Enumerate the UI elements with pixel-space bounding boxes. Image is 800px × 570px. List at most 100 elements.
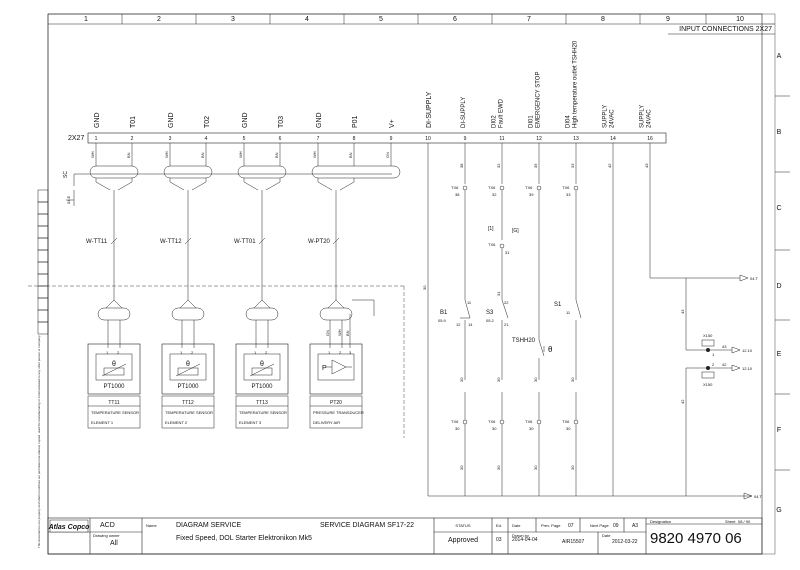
wire-color-label: BN bbox=[345, 330, 350, 336]
status-label: STATUS bbox=[455, 523, 471, 528]
copyright-note: This document is our property and shall … bbox=[37, 335, 41, 548]
row-letters: A B C D E F G bbox=[776, 53, 781, 514]
sensor-box bbox=[309, 343, 363, 395]
wire bbox=[113, 299, 123, 309]
page-reference: 12.10 bbox=[742, 348, 753, 353]
sensor-model: PT1000 bbox=[177, 384, 199, 390]
drawing-frame bbox=[47, 13, 776, 555]
edition-label: Ed. bbox=[496, 523, 502, 528]
next-page-value: 09 bbox=[613, 523, 619, 529]
wire-number: 33 bbox=[570, 163, 575, 168]
terminal-number: 30 bbox=[529, 426, 534, 431]
date-value: 2014-04-04 bbox=[512, 537, 538, 543]
theta-symbol: θ bbox=[548, 345, 553, 354]
resistor-symbol bbox=[103, 367, 125, 376]
cable-mark bbox=[332, 237, 340, 245]
terminal-number: 31 bbox=[505, 250, 510, 255]
pin-number: 1 bbox=[106, 350, 109, 355]
terminal-circle bbox=[536, 419, 542, 425]
pin-number: 43 bbox=[722, 344, 727, 349]
wire-number: 30 bbox=[533, 377, 538, 382]
wire-color-label: BN bbox=[126, 152, 131, 158]
paper-size: A3 bbox=[632, 523, 638, 529]
terminal-number: 10 bbox=[425, 136, 431, 142]
page-ref-arrow bbox=[731, 346, 741, 354]
drawn-by-value: AIR15507 bbox=[562, 539, 584, 545]
sensor-tag: TT11 bbox=[108, 400, 120, 406]
wire bbox=[317, 181, 333, 191]
page-ref-arrow bbox=[731, 364, 741, 372]
terminal-label: High temperature outlet TSHH20 bbox=[573, 40, 579, 128]
drawing-owner-label: Drawing owner bbox=[93, 533, 120, 538]
cable-mark bbox=[110, 237, 118, 245]
terminal-number: 7 bbox=[317, 136, 320, 142]
terminal-number: 2 bbox=[131, 136, 134, 142]
cable-shield bbox=[163, 165, 213, 179]
status-value: Approved bbox=[448, 537, 478, 544]
row-letter: C bbox=[776, 205, 781, 212]
prev-page-value: 07 bbox=[568, 523, 574, 529]
terminal-block-tag: TX6 bbox=[562, 419, 570, 424]
sensor-symbol-box bbox=[317, 353, 355, 381]
terminal-number: 30 bbox=[492, 426, 497, 431]
terminal-number: 3 bbox=[169, 136, 172, 142]
terminal-labels: GND T01 GND T02 GND T03 GND P01 V+ DI-SU… bbox=[94, 91, 433, 128]
terminal-number: 6 bbox=[279, 136, 282, 142]
row-dividers bbox=[775, 95, 790, 471]
sensor-description: ELEMENT 2 bbox=[165, 420, 188, 425]
cable-mark bbox=[184, 237, 192, 245]
cable-shield bbox=[97, 307, 131, 321]
wire-number: 30 bbox=[533, 465, 538, 470]
column-number: 3 bbox=[231, 16, 235, 23]
terminal-x150 bbox=[701, 371, 715, 379]
terminal-number: 9 bbox=[464, 136, 467, 142]
cable-tag: W-PT20 bbox=[308, 239, 331, 245]
terminal-block-tag: TX6 bbox=[488, 185, 496, 190]
terminal-label: GND bbox=[242, 112, 249, 128]
wire bbox=[95, 181, 111, 191]
atlas-copco-logo: Atlas Copco bbox=[48, 524, 91, 531]
wire-color-label: WH bbox=[90, 151, 95, 158]
wire-number: 30 bbox=[422, 285, 427, 290]
terminal-label: P01 bbox=[352, 115, 359, 128]
terminal-number: 38 bbox=[455, 192, 460, 197]
sensor-symbol-box bbox=[243, 353, 281, 381]
row-letter: A bbox=[777, 53, 782, 60]
terminal-number: 12 bbox=[536, 136, 542, 142]
wire bbox=[169, 181, 185, 191]
terminal-circle bbox=[573, 419, 579, 425]
diagram-name-1: DIAGRAM SERVICE bbox=[176, 522, 242, 529]
contact-number: 14 bbox=[468, 322, 473, 327]
column-number: 7 bbox=[527, 16, 531, 23]
variable-arrow bbox=[249, 363, 275, 377]
terminal-label: SUPPLY bbox=[603, 105, 609, 128]
pin-number: 2 bbox=[339, 350, 342, 355]
contact-blade bbox=[575, 299, 582, 319]
terminal-circle bbox=[499, 185, 505, 191]
drawing-owner: All bbox=[110, 540, 118, 547]
terminal-block-tag: TX6 bbox=[451, 419, 459, 424]
row-letter: F bbox=[777, 427, 781, 434]
terminal-label: DI-SUPPLY bbox=[426, 91, 433, 128]
wire-color-label: BN bbox=[274, 152, 279, 158]
sheet-label: Sheet bbox=[725, 519, 736, 524]
pin-number: 2 bbox=[117, 350, 120, 355]
contact-number: 11 bbox=[467, 300, 472, 305]
terminal-number: 16 bbox=[647, 136, 653, 142]
cable-mark bbox=[258, 237, 266, 245]
wire bbox=[339, 181, 355, 191]
contact-number: 22 bbox=[504, 300, 509, 305]
drawn-by-label: Drawn by bbox=[512, 533, 529, 538]
terminal-label: DI-SUPPLY bbox=[461, 97, 467, 128]
column-number: 10 bbox=[736, 16, 744, 23]
contact-number: 12 bbox=[456, 322, 461, 327]
digital-inputs-section: 3004.T38TX638TX630303032TX632TX630303039… bbox=[422, 143, 763, 500]
cable-shield bbox=[89, 165, 139, 179]
sensor-description: PRESSURE TRANSDUCER bbox=[313, 410, 364, 415]
wire-color-label: WH bbox=[312, 151, 317, 158]
cable-tag: W-TT01 bbox=[234, 239, 256, 245]
wire-number: 39 bbox=[533, 163, 538, 168]
terminal-label: DI01 bbox=[529, 115, 535, 128]
